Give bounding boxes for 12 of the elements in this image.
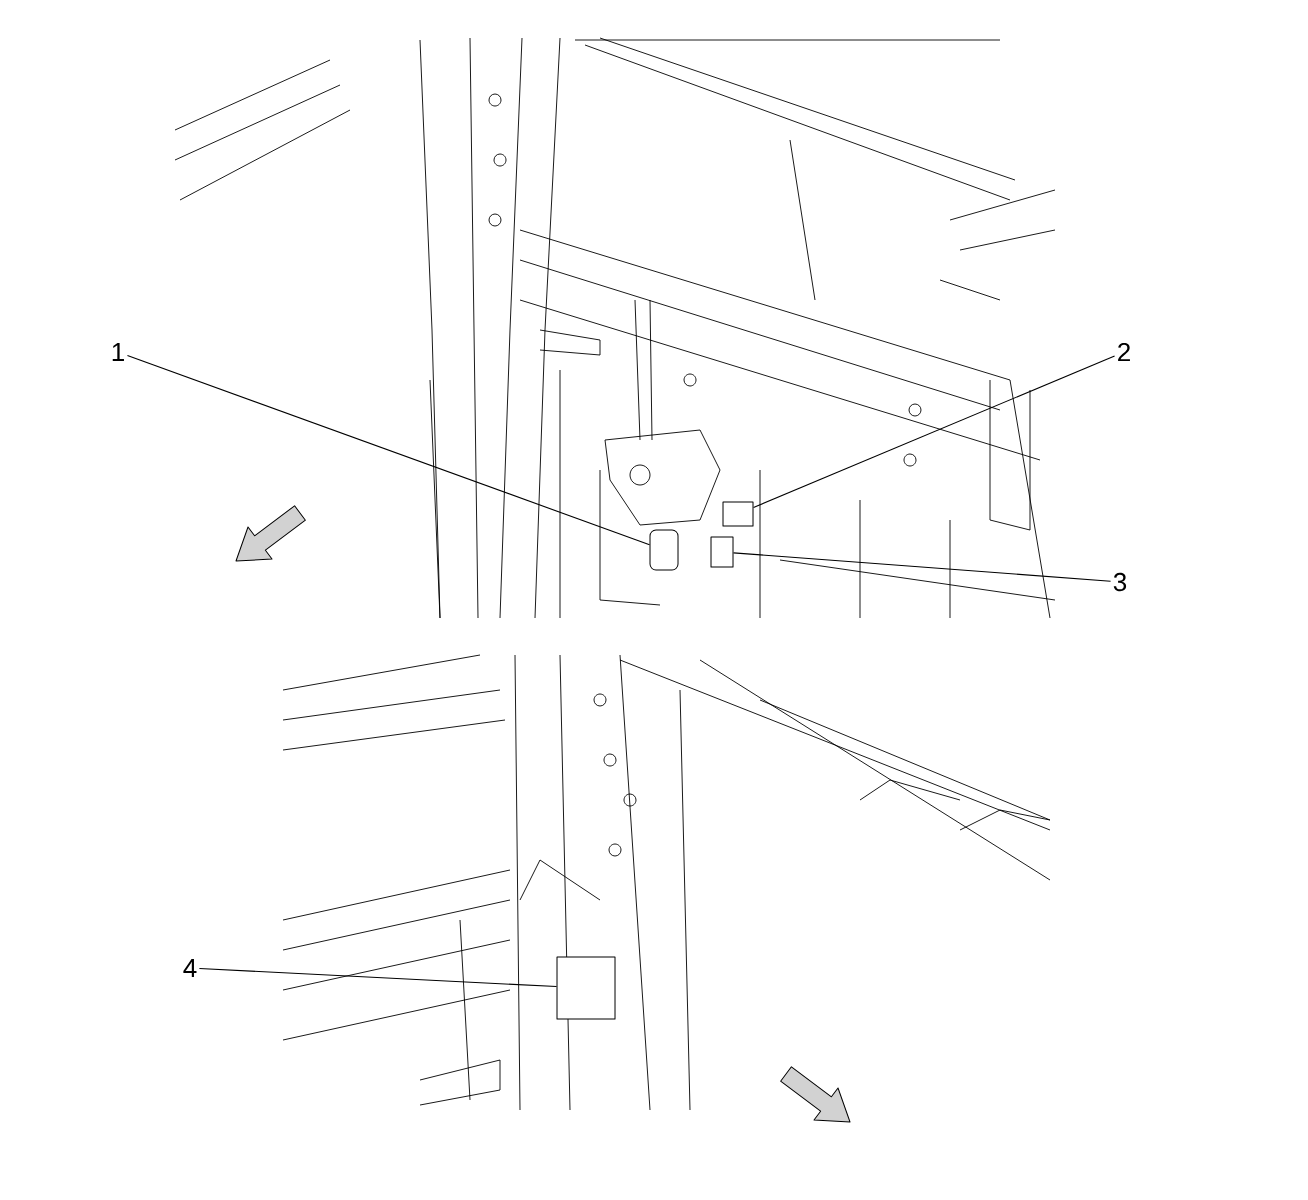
leader-line — [752, 355, 1116, 509]
motor-part — [649, 529, 679, 571]
callout-number: 3 — [1113, 572, 1127, 592]
leader-line — [126, 354, 651, 546]
module-part — [556, 956, 616, 1020]
leader-line — [732, 552, 1112, 582]
callout-number: 2 — [1118, 342, 1130, 362]
callout-number: 4 — [183, 959, 197, 977]
module-part — [710, 536, 734, 568]
callout-number: 1 — [112, 343, 124, 361]
leader-line — [198, 967, 558, 988]
module-part — [722, 501, 754, 527]
